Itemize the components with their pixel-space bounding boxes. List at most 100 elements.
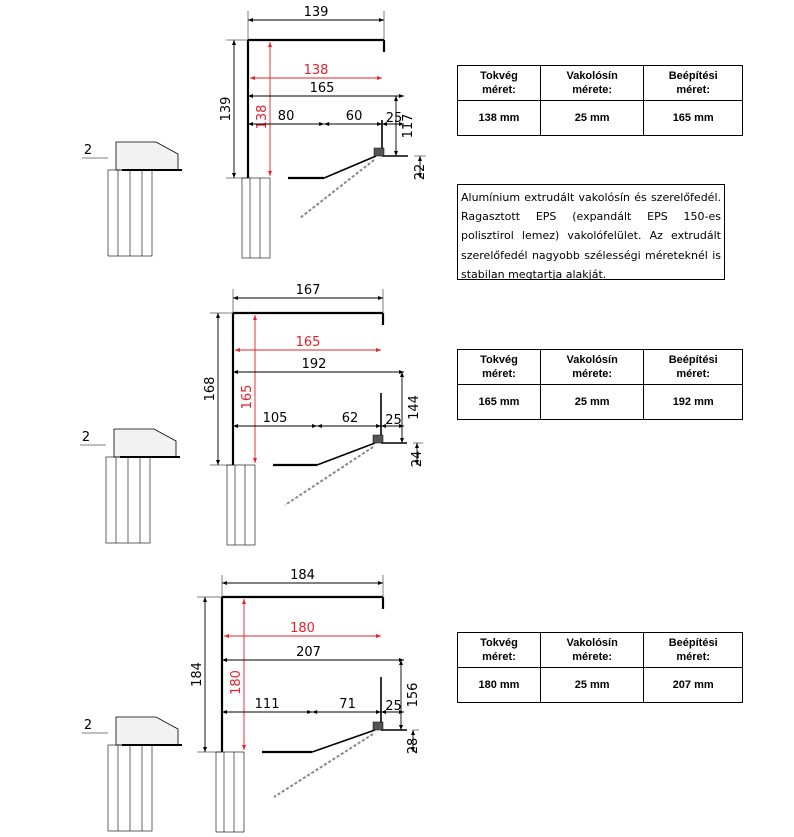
value-vakolosin: 25 mm xyxy=(539,384,645,420)
arrow-head xyxy=(418,173,422,178)
arrow-head xyxy=(248,18,253,22)
overall-height-label: 184 xyxy=(190,662,205,687)
bottom-height-label: 28 xyxy=(406,738,421,755)
segment-mid-label: 62 xyxy=(342,411,359,426)
arrow-head xyxy=(399,122,404,126)
chain-strap xyxy=(273,733,374,798)
header-beepitesi: Beépítési méret: xyxy=(643,632,743,668)
arrow-head xyxy=(216,460,220,465)
header-vakolosin: Vakolósín mérete: xyxy=(539,65,645,101)
arrow-head xyxy=(216,313,220,318)
arrow-head xyxy=(319,122,325,126)
arrow-head xyxy=(268,42,272,47)
red-width-label: 138 xyxy=(304,63,329,78)
bottom-height-label: 24 xyxy=(410,451,425,468)
arrow-head xyxy=(317,424,322,428)
guide-rail xyxy=(226,464,256,546)
value-beepitesi: 192 mm xyxy=(643,384,743,420)
value-beepitesi: 207 mm xyxy=(643,667,743,703)
red-height-label: 180 xyxy=(229,670,244,695)
guide-rail xyxy=(215,751,245,833)
segment-right-label: 25 xyxy=(386,111,403,126)
chain-strap xyxy=(299,159,375,219)
arrow-head xyxy=(376,348,381,352)
arrow-head xyxy=(250,76,255,80)
arrow-head xyxy=(418,156,422,161)
spec-table-3: Tokvég méret: Vakolósín mérete: Beépítés… xyxy=(457,632,743,703)
arrow-head xyxy=(232,40,236,45)
arrow-head xyxy=(399,658,404,662)
arrow-head xyxy=(399,94,404,98)
value-vakolosin: 25 mm xyxy=(539,100,645,136)
arrow-head xyxy=(233,424,238,428)
arrow-head xyxy=(222,710,227,714)
header-vakolosin: Vakolósín mérete: xyxy=(539,632,645,668)
arrow-head xyxy=(222,658,227,662)
right-height-label: 144 xyxy=(407,395,422,420)
install-width-label: 165 xyxy=(310,81,335,96)
description-box: Alumínium extrudált vakolósín és szerelő… xyxy=(457,184,725,281)
spec-table-2: Tokvég méret: Vakolósín mérete: Beépítés… xyxy=(457,349,743,420)
red-width-label: 165 xyxy=(296,335,321,350)
hinge-icon xyxy=(373,147,385,157)
arrow-head xyxy=(411,747,415,752)
right-height-label: 117 xyxy=(401,114,416,139)
revision-flap xyxy=(316,442,376,466)
arrow-head xyxy=(400,438,404,443)
arrow-head xyxy=(222,581,227,585)
revision-flap xyxy=(311,729,376,753)
red-height-label: 165 xyxy=(240,385,255,410)
segment-left-label: 80 xyxy=(278,109,295,124)
header-tokveg: Tokvég méret: xyxy=(457,349,541,385)
arrow-head xyxy=(411,730,415,735)
arrow-head xyxy=(377,122,382,126)
arrow-head xyxy=(376,424,381,428)
value-tokveg: 165 mm xyxy=(457,384,541,420)
arrow-head xyxy=(312,710,318,714)
arrow-head xyxy=(203,747,207,752)
guide-rail xyxy=(241,177,271,259)
arrow-head xyxy=(400,372,404,377)
arrow-head xyxy=(253,315,257,320)
arrow-head xyxy=(394,151,398,156)
arrow-head xyxy=(394,96,398,101)
arrow-head xyxy=(379,18,384,22)
header-beepitesi: Beépítési méret: xyxy=(643,65,743,101)
segment-right-label: 25 xyxy=(385,699,402,714)
header-tokveg: Tokvég méret: xyxy=(457,65,541,101)
arrow-head xyxy=(378,296,383,300)
arrow-head xyxy=(376,710,381,714)
arrow-head xyxy=(248,94,253,98)
install-width-label: 207 xyxy=(296,645,321,660)
arrow-head xyxy=(376,634,381,638)
arrow-head xyxy=(324,122,330,126)
arrow-head xyxy=(415,443,419,448)
segment-left-label: 105 xyxy=(263,411,288,426)
install-width-label: 192 xyxy=(302,357,327,372)
red-width-label: 180 xyxy=(290,621,315,636)
overall-width-label: 167 xyxy=(296,283,321,298)
arrow-head xyxy=(381,710,386,714)
arrow-head xyxy=(268,171,272,176)
overall-width-label: 139 xyxy=(304,5,329,20)
arrow-head xyxy=(399,424,404,428)
chain-strap xyxy=(284,446,374,506)
value-tokveg: 138 mm xyxy=(457,100,541,136)
value-vakolosin: 25 mm xyxy=(539,667,645,703)
arrow-head xyxy=(235,348,240,352)
red-height-label: 138 xyxy=(255,105,270,130)
side-profile xyxy=(113,428,177,458)
value-beepitesi: 165 mm xyxy=(643,100,743,136)
arrow-head xyxy=(253,458,257,463)
side-gap-label: 2 xyxy=(84,718,92,733)
arrow-head xyxy=(381,424,386,428)
overall-height-label: 139 xyxy=(219,97,234,122)
arrow-head xyxy=(312,424,317,428)
arrow-head xyxy=(248,122,253,126)
arrow-head xyxy=(242,745,246,750)
segment-right-label: 25 xyxy=(385,413,402,428)
value-tokveg: 180 mm xyxy=(457,667,541,703)
segment-mid-label: 71 xyxy=(339,697,356,712)
